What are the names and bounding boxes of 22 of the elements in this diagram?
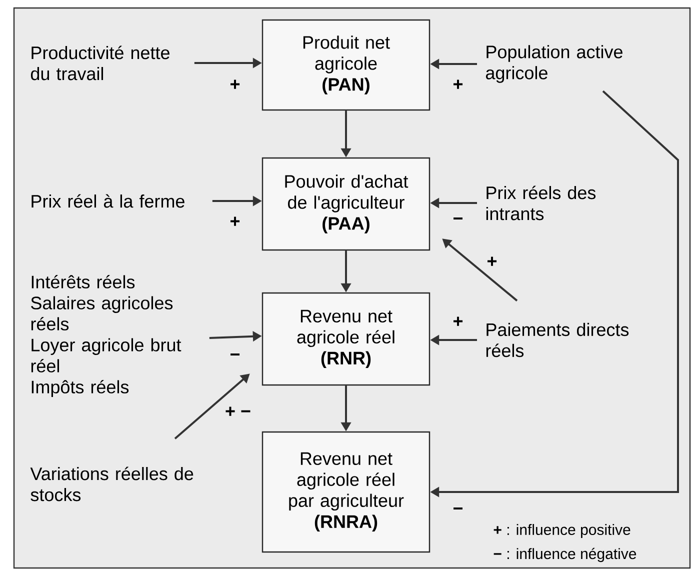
sign-label: + — [454, 316, 463, 326]
legend-text: − : influence négative — [494, 548, 636, 562]
sign-label: + — [488, 256, 497, 266]
factor-text: Prix réels des intrants — [486, 186, 596, 220]
sign-label: + − — [226, 406, 250, 416]
sign-label: + — [230, 80, 240, 89]
sign-label: − — [454, 508, 463, 510]
sign-label: + — [454, 80, 463, 89]
factor-text: Paiements directs réels — [486, 322, 629, 358]
process-box: Revenu net agricole réel (RNR) — [262, 292, 430, 386]
factor-text: Variations réelles de stocks — [30, 466, 194, 502]
process-box: Produit net agricole (PAN) — [262, 19, 430, 111]
process-box: Pouvoir d'achat de l'agriculteur (PAA) — [262, 157, 430, 251]
sign-label: − — [230, 354, 240, 356]
legend-text: + : influence positive — [494, 524, 630, 538]
factor-text: Prix réel à la ferme — [32, 194, 184, 208]
factor-text: Productivité nette du travail — [30, 46, 170, 80]
factor-text: Population active agricole — [486, 45, 622, 83]
sign-label: + — [230, 216, 240, 226]
sign-label: − — [454, 218, 463, 220]
process-box: Revenu net agricole réel par agriculteur (RNRA) — [262, 431, 430, 553]
factor-text: Intérêts réels Salaires agricoles réels Loyer agricole brut réel Impôts réels — [31, 275, 182, 397]
